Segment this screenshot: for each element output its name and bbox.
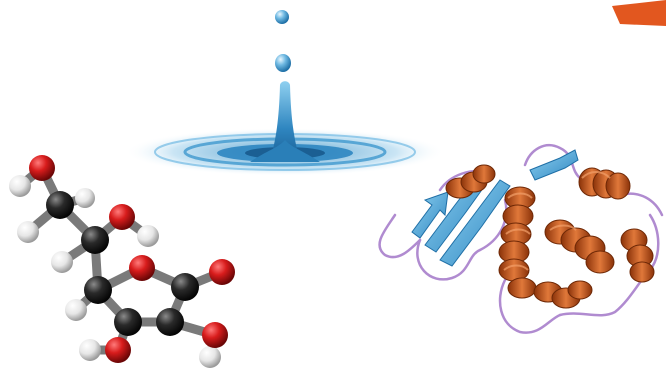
water-drop-icon — [125, 10, 445, 176]
protein-ribbon-icon — [378, 143, 664, 334]
ball-and-stick-molecule-icon — [9, 155, 235, 368]
orange-arrow-icon — [612, 0, 666, 26]
